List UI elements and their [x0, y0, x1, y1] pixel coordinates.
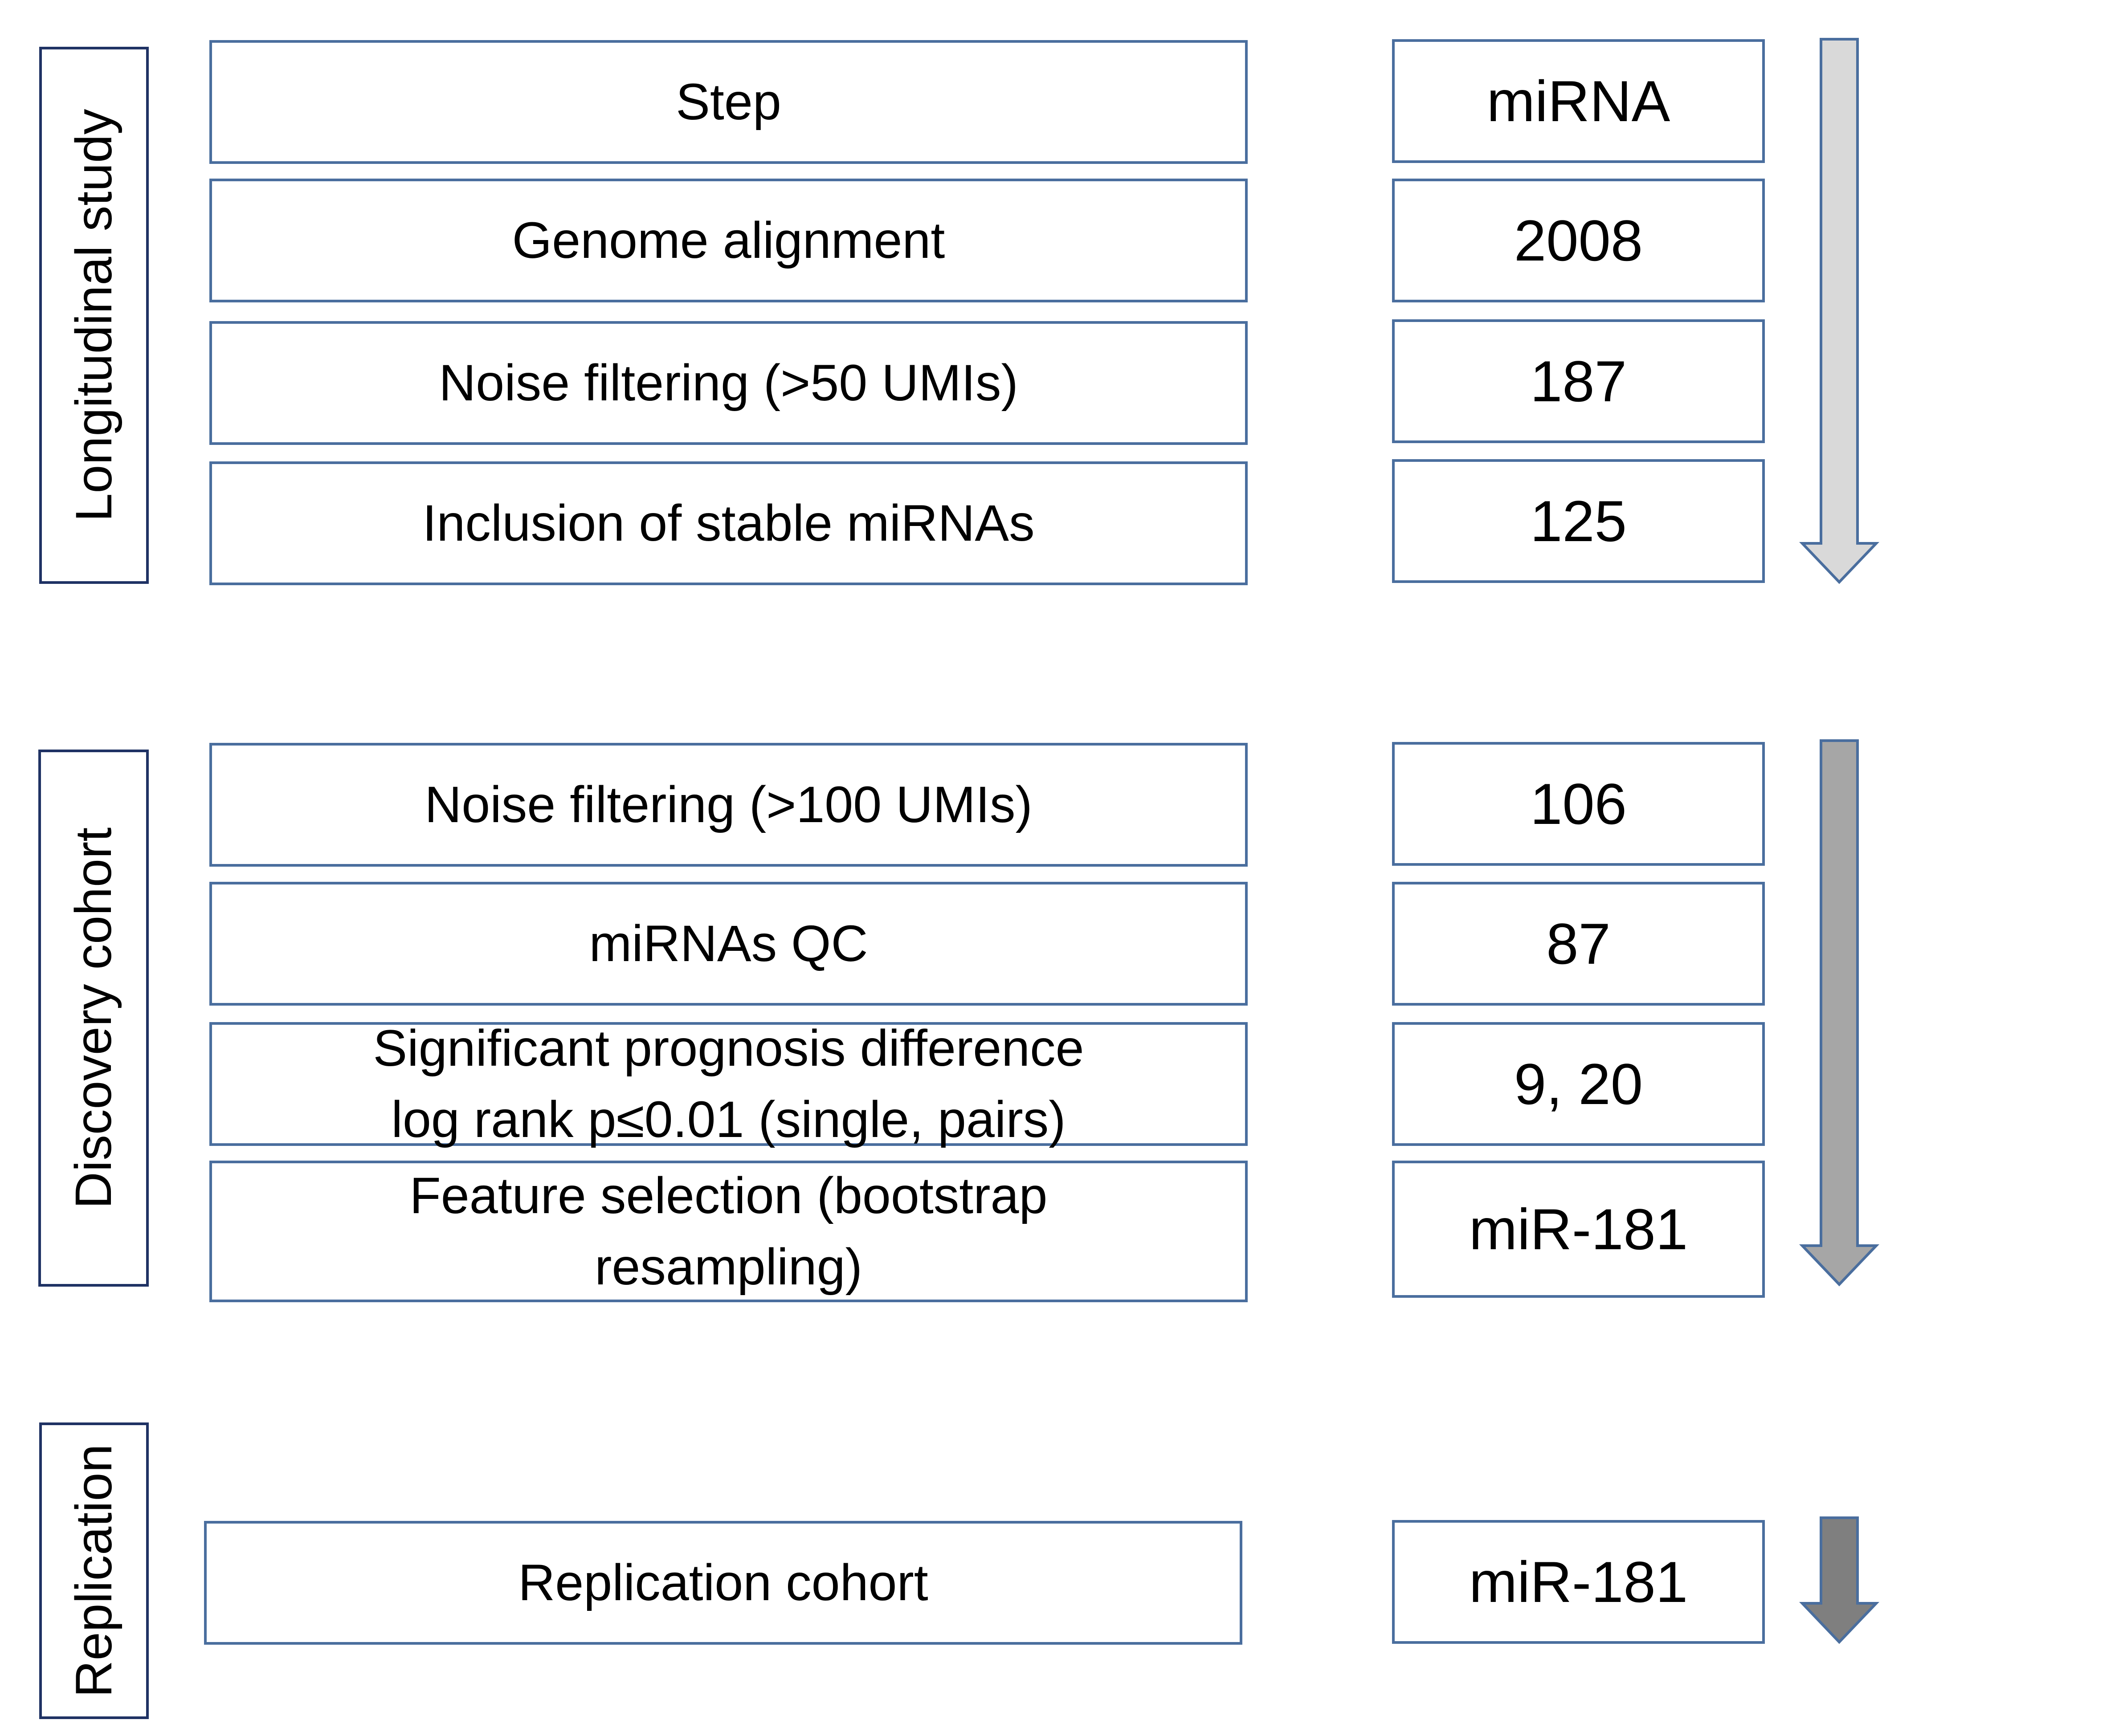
value-box-prognosis-difference: 9, 20 [1392, 1022, 1765, 1146]
value-box-genome-alignment: 2008 [1392, 179, 1765, 302]
value-text: 2008 [1514, 208, 1643, 273]
value-text: 125 [1530, 489, 1627, 554]
step-box-genome-alignment: Genome alignment [209, 179, 1248, 302]
down-arrow-medium [1799, 739, 1880, 1287]
value-text: miR-181 [1469, 1549, 1688, 1614]
step-box-stable-mirnas: Inclusion of stable miRNAs [209, 461, 1248, 585]
value-text: 187 [1530, 349, 1627, 414]
value-box-replication-cohort: miR-181 [1392, 1520, 1765, 1644]
value-box-noise-filtering-100: 106 [1392, 742, 1765, 866]
step-text: Inclusion of stable miRNAs [422, 495, 1035, 552]
value-box-noise-filtering-50: 187 [1392, 319, 1765, 443]
down-arrow-dark [1799, 1516, 1880, 1644]
section-label-discovery: Discovery cohort [38, 750, 149, 1287]
step-text-line-2: log rank p≤0.01 (single, pairs) [391, 1091, 1066, 1148]
step-text-line-1: Feature selection (bootstrap [409, 1167, 1048, 1224]
step-text: Replication cohort [518, 1554, 928, 1611]
value-box-feature-selection: miR-181 [1392, 1161, 1765, 1298]
step-box-noise-filtering-50: Noise filtering (>50 UMIs) [209, 321, 1248, 445]
value-text: 9, 20 [1514, 1051, 1643, 1117]
section-label-text: Longitudinal study [65, 109, 122, 522]
step-text: Noise filtering (>100 UMIs) [425, 776, 1033, 833]
section-label-text: Discovery cohort [65, 827, 122, 1209]
value-box-header: miRNA [1392, 39, 1765, 163]
value-text: miRNA [1486, 69, 1670, 134]
step-box-feature-selection: Feature selection (bootstrap resampling) [209, 1161, 1248, 1302]
value-text: 87 [1546, 911, 1611, 976]
step-box-replication-cohort: Replication cohort [204, 1521, 1242, 1645]
step-text: Genome alignment [512, 212, 945, 269]
value-text: miR-181 [1469, 1197, 1688, 1262]
value-text: 106 [1530, 771, 1627, 836]
step-text-line-2: resampling) [595, 1239, 862, 1296]
section-label-replication: Replication [39, 1422, 149, 1719]
step-text: miRNAs QC [589, 915, 868, 972]
value-box-mirnas-qc: 87 [1392, 882, 1765, 1006]
section-label-text: Replication [65, 1444, 122, 1698]
step-box-header: Step [209, 40, 1248, 164]
step-box-noise-filtering-100: Noise filtering (>100 UMIs) [209, 743, 1248, 867]
section-label-longitudinal: Longitudinal study [39, 47, 149, 584]
down-arrow-light [1799, 38, 1880, 584]
step-text: Step [676, 73, 781, 130]
value-box-stable-mirnas: 125 [1392, 459, 1765, 583]
step-text: Noise filtering (>50 UMIs) [439, 355, 1018, 412]
step-box-prognosis-difference: Significant prognosis difference log ran… [209, 1020, 1248, 1148]
step-text-line-1: Significant prognosis difference [373, 1020, 1084, 1077]
step-box-mirnas-qc: miRNAs QC [209, 882, 1248, 1006]
